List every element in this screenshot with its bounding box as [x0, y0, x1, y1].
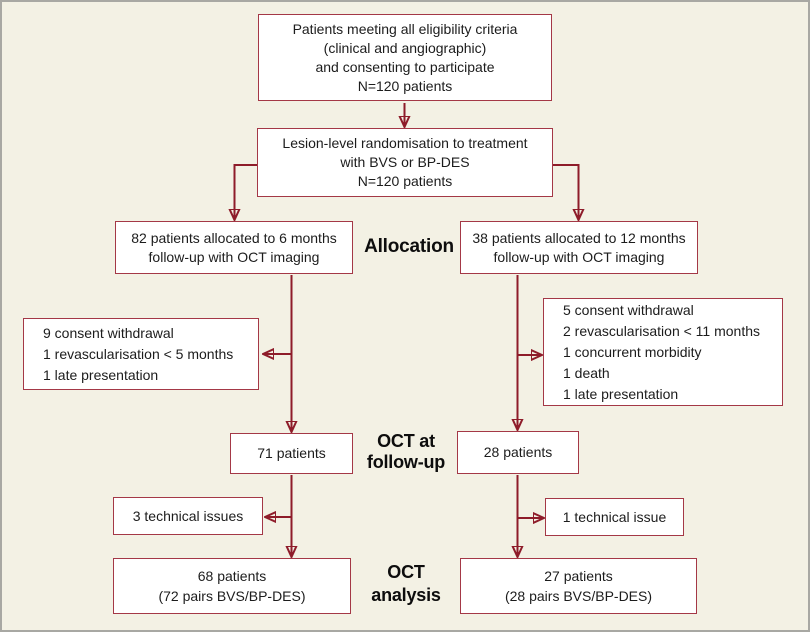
stage-label-allocation: Allocation: [350, 236, 468, 257]
box-oct-followup-left: 71 patients: [230, 433, 353, 474]
text-line: 2 revascularisation < 11 months: [563, 322, 761, 339]
box-allocation-right: 38 patients allocated to 12 months follow…: [460, 221, 698, 274]
text-line: 27 patients: [544, 568, 613, 584]
text-line: N=120 patients: [357, 173, 453, 189]
box-eligibility: Patients meeting all eligibility criteri…: [258, 14, 552, 101]
stage-label-oct-analysis: OCT analysis: [354, 561, 458, 607]
text-line: 9 consent withdrawal: [43, 324, 174, 341]
text-line: 1 revascularisation < 5 months: [43, 345, 234, 362]
text-line: with BVS or BP-DES: [340, 154, 470, 170]
text-line: 68 patients: [197, 568, 267, 584]
text-line: (28 pairs BVS/BP-DES): [504, 588, 653, 604]
text-line: 1 late presentation: [43, 366, 159, 383]
text-line: Patients meeting all eligibility criteri…: [292, 20, 518, 37]
text-line: 71 patients: [257, 445, 326, 461]
text-line: 1 technical issue: [562, 508, 667, 525]
text-line: 1 concurrent morbidity: [563, 343, 702, 360]
box-exclusions-left: 9 consent withdrawal 1 revascularisation …: [23, 318, 259, 390]
box-technical-right: 1 technical issue: [545, 498, 684, 536]
box-oct-followup-right: 28 patients: [457, 431, 579, 474]
box-analysis-right: 27 patients (28 pairs BVS/BP-DES): [460, 558, 697, 614]
text-line: 82 patients allocated to 6 months: [131, 229, 337, 246]
text-line: Lesion-level randomisation to treatment: [282, 135, 528, 151]
text-line: (72 pairs BVS/BP-DES): [158, 588, 306, 604]
box-randomisation: Lesion-level randomisation to treatment w…: [257, 128, 553, 197]
text-line: 38 patients allocated to 12 months: [472, 229, 686, 246]
text-line: Allocation: [364, 236, 454, 257]
arrow-randomisation-to-allocation-left: [235, 164, 258, 219]
text-line: (clinical and angiographic): [323, 39, 487, 56]
box-allocation-left: 82 patients allocated to 6 months follow-…: [115, 221, 353, 274]
box-analysis-left: 68 patients (72 pairs BVS/BP-DES): [113, 558, 351, 614]
text-line: follow-up with OCT imaging: [493, 248, 665, 265]
text-line: analysis: [371, 585, 441, 605]
box-technical-left: 3 technical issues: [113, 497, 263, 535]
arrow-randomisation-to-allocation-right: [552, 164, 579, 219]
text-line: follow-up: [366, 452, 446, 472]
text-line: 5 consent withdrawal: [563, 301, 694, 318]
text-line: 28 patients: [483, 444, 553, 460]
text-line: and consenting to participate: [315, 58, 495, 75]
text-line: OCT at: [377, 431, 435, 451]
text-line: 1 late presentation: [563, 385, 679, 402]
box-exclusions-right: 5 consent withdrawal 2 revascularisation …: [543, 298, 783, 406]
text-line: follow-up with OCT imaging: [148, 248, 320, 265]
text-line: OCT: [387, 562, 425, 582]
text-line: N=120 patients: [357, 77, 453, 94]
text-line: 1 death: [563, 364, 610, 381]
text-line: 3 technical issues: [132, 507, 244, 524]
